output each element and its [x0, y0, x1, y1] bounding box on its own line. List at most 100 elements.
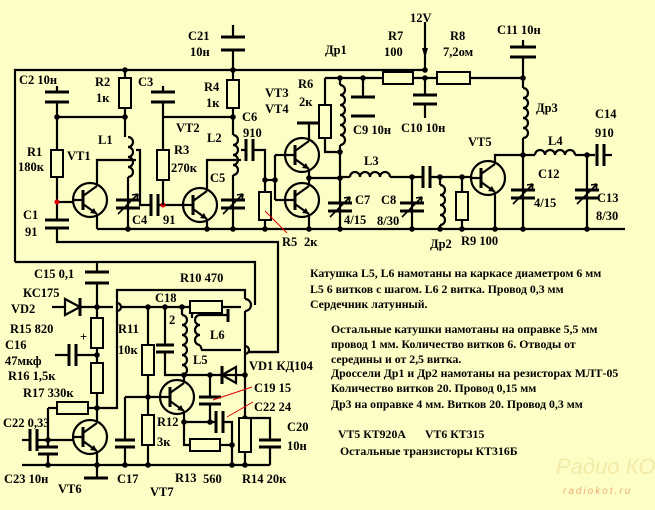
label-vt2: VT2: [176, 121, 200, 135]
note-line: Количество витков 20. Провод 0,15 мм: [331, 381, 536, 395]
resistor: [226, 79, 240, 109]
label-c22-033: C22 0,33: [3, 416, 50, 430]
capacitor: [115, 438, 135, 449]
trimmer-arrow: [117, 193, 139, 215]
resistor: [56, 401, 89, 415]
capacitor: [328, 201, 352, 213]
junction-dot: [54, 199, 60, 205]
value-c7: 4/15: [344, 213, 366, 227]
trimmer-arrow: [512, 183, 534, 205]
note-line: L5 6 витков с шагом. L6 2 витка. Провод …: [310, 282, 564, 296]
label-c8: C8: [381, 193, 396, 207]
resistor: [50, 149, 64, 178]
label-c23: C23 10н: [4, 472, 48, 486]
label-c2: C2 10н: [19, 73, 57, 87]
wire: [223, 420, 234, 465]
label-vd1: VD1 КД104: [249, 359, 314, 373]
transistor-others-type: Остальные транзисторы КТ316Б: [340, 444, 518, 458]
value-c8: 8/30: [377, 214, 399, 228]
label-vt5: VT5: [468, 135, 492, 149]
junction-dot: [242, 372, 248, 378]
junction-dot: [337, 226, 343, 232]
capacitor: [151, 90, 175, 104]
capacitor: [421, 166, 432, 188]
pointer-line: [264, 210, 288, 234]
resistor: [382, 71, 414, 85]
value-r8: 7,2ом: [443, 45, 474, 59]
label-c16: C16: [5, 338, 27, 352]
supply-label: 12V: [410, 11, 432, 25]
label-c1: C1: [23, 208, 38, 222]
junction-dot: [437, 226, 443, 232]
resistor: [141, 414, 155, 446]
note-line: Катушка L5, L6 намотаны на каркасе диаме…: [310, 266, 601, 280]
value-r2: 1к: [96, 91, 110, 105]
capacitor: [221, 35, 245, 52]
capacitor: [595, 144, 606, 166]
capacitor: [28, 429, 39, 451]
emitter-arrow: [302, 163, 309, 169]
junction-dot: [459, 226, 465, 232]
label-r10: R10 470: [180, 271, 223, 285]
watermark-site: radiokot.ru: [563, 486, 632, 497]
label-r8: R8: [450, 29, 465, 43]
emitter-arrow: [90, 208, 97, 214]
trimmer-arrow: [222, 193, 244, 215]
emitter-arrow: [302, 208, 309, 214]
note-line: Дроссели Др1 и Др2 намотаны на резистора…: [331, 366, 618, 380]
emitter-arrow: [177, 405, 184, 411]
value-r1: 180к: [18, 160, 45, 174]
capacitor: [510, 45, 536, 59]
wire: [323, 138, 340, 154]
resistor: [156, 149, 170, 181]
label-c22-24: C22 24: [254, 400, 292, 414]
wire: [205, 158, 241, 191]
inductor: [339, 83, 347, 147]
wire: [493, 153, 523, 164]
capacitor: [511, 188, 535, 200]
label-l5: L5: [193, 353, 208, 367]
type-vd2: КС175: [23, 286, 60, 300]
trimmer-arrow: [576, 183, 598, 205]
label-l2: L2: [207, 131, 222, 145]
junction-dot: [520, 226, 526, 232]
label-r4: R4: [204, 80, 220, 94]
emitter-arrow: [90, 445, 97, 451]
diode-body: [219, 365, 238, 385]
junction-dot: [204, 226, 210, 232]
label-dr1: Др1: [325, 43, 347, 57]
label-c15: C15 0,1: [34, 267, 74, 281]
junction-dot: [207, 419, 213, 425]
value-c6: 910: [243, 126, 262, 140]
label-vt6: VT6: [58, 482, 82, 496]
capacitor: [244, 139, 255, 161]
capacitor: [221, 198, 245, 210]
value-c20: 10н: [287, 439, 307, 453]
emitter-arrow: [488, 186, 495, 192]
junction-dot: [94, 462, 100, 468]
diode-body: [63, 297, 83, 317]
wire: [15, 260, 257, 305]
polarity-plus: +: [80, 330, 87, 344]
label-vt1: VT1: [67, 149, 91, 163]
resistor: [455, 191, 469, 221]
value-c12: 4/15: [534, 196, 556, 210]
wire: [253, 148, 267, 192]
resistor: [141, 344, 155, 376]
label-vd2: VD2: [11, 302, 35, 316]
supply-arrow: [422, 48, 428, 58]
value-c1: 91: [25, 225, 38, 239]
label-c7: C7: [355, 193, 370, 207]
wire: [163, 352, 245, 377]
wire: [182, 422, 190, 447]
capacitor: [85, 270, 109, 285]
label-c20: C20: [287, 420, 309, 434]
label-vt7: VT7: [150, 485, 174, 499]
junction-dot: [45, 462, 51, 468]
resistor: [90, 362, 104, 394]
label-r17: R17 330к: [23, 386, 74, 400]
label-l6: L6: [210, 328, 225, 342]
label-r6: R6: [298, 77, 313, 91]
inductor: [181, 313, 189, 377]
